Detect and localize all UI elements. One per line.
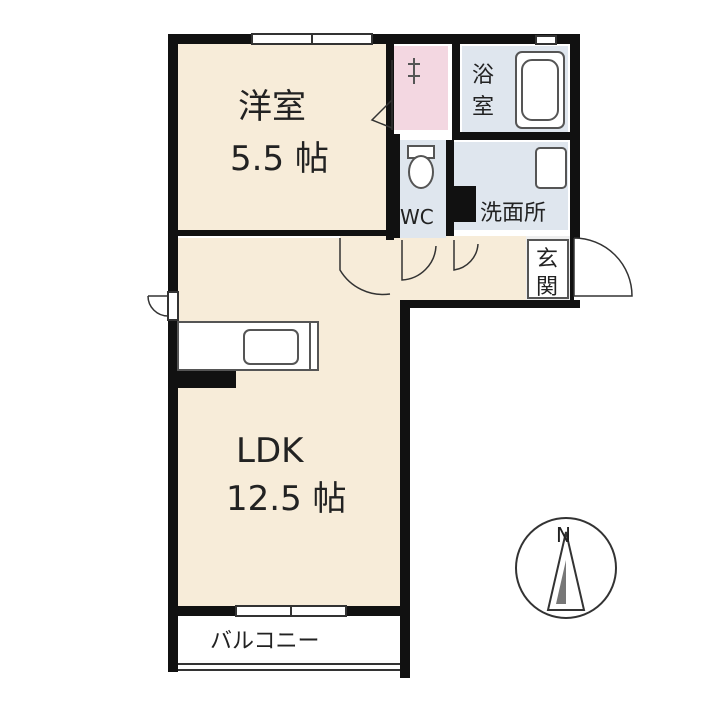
fixtures xyxy=(177,51,569,371)
western-room-name: 洋室 xyxy=(238,87,306,127)
wall-right-upper xyxy=(570,34,580,238)
closet-marks xyxy=(408,58,420,84)
entrance-step xyxy=(527,239,569,299)
wc-label: WC xyxy=(400,205,434,229)
window-bath xyxy=(535,35,557,45)
entrance-label-1: 玄 xyxy=(536,247,558,272)
bathtub-inner xyxy=(521,59,559,121)
toilet-bowl xyxy=(408,155,434,189)
wall-wc-left xyxy=(392,134,400,238)
bath-label-1: 浴 xyxy=(472,63,494,88)
closet-floor xyxy=(392,46,448,130)
balcony-floor xyxy=(178,616,400,672)
door-closet xyxy=(370,99,393,129)
door-entrance xyxy=(573,237,633,297)
bath-label-2: 室 xyxy=(472,95,494,120)
doors xyxy=(147,60,633,317)
door-ldk-western xyxy=(339,238,391,296)
door-washroom xyxy=(453,240,479,271)
door-wc xyxy=(401,240,437,281)
compass-ring xyxy=(515,517,617,619)
washbasin xyxy=(535,147,567,189)
window-side xyxy=(167,291,179,321)
wall-ldk-right xyxy=(400,300,410,678)
wall-closet-right xyxy=(386,44,394,240)
wall-bath-bottom xyxy=(452,132,572,140)
western-room-size: 5.5 帖 xyxy=(230,139,329,179)
door-side xyxy=(147,295,169,317)
western-room-floor xyxy=(178,44,388,234)
compass: N xyxy=(515,517,617,619)
wall-left xyxy=(168,34,178,672)
kitchen-sink xyxy=(243,329,299,365)
wall-room-divider xyxy=(178,230,390,236)
ldk-size: 12.5 帖 xyxy=(226,479,347,519)
wall-kitchen-block xyxy=(178,370,236,388)
compass-needle-fill xyxy=(556,560,566,604)
windows xyxy=(167,33,557,617)
wall-balcony-left xyxy=(168,616,178,672)
wall-step-bottom xyxy=(400,300,580,308)
ldk-name: LDK xyxy=(236,431,305,471)
wall-top xyxy=(168,34,580,44)
hall-floor xyxy=(340,236,526,300)
compass-north-label: N xyxy=(556,523,571,547)
entrance-label-2: 関 xyxy=(536,275,558,300)
compass-needle xyxy=(546,531,586,611)
wall-bath-left xyxy=(452,44,460,134)
balcony-label: バルコニー xyxy=(210,629,320,654)
wall-wc-bottom-block xyxy=(446,186,476,222)
balcony-rail xyxy=(178,663,400,671)
wall-right-lower xyxy=(570,236,574,308)
washroom-label: 洗面所 xyxy=(480,201,546,226)
